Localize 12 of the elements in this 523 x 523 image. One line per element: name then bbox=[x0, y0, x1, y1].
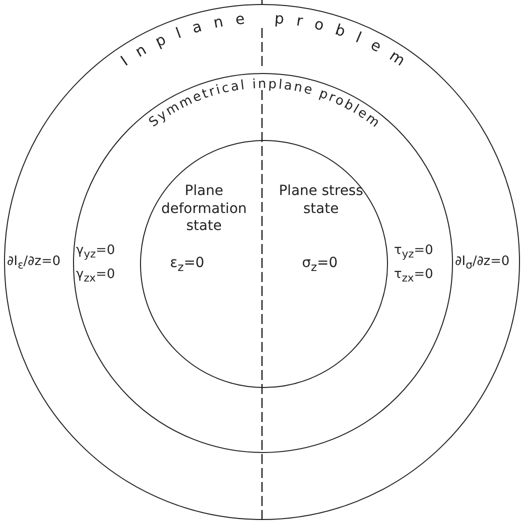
equation: σ$_{z}$=0 bbox=[302, 256, 338, 274]
equation: γ$_{yz}$=0 bbox=[76, 244, 115, 260]
equation: τ$_{zx}$=0 bbox=[394, 268, 434, 284]
state-name: Plane deformation state bbox=[160, 183, 248, 236]
inner-circle bbox=[140, 140, 388, 388]
outer-circle bbox=[4, 4, 520, 520]
equation: ε$_{z}$=0 bbox=[170, 256, 204, 274]
middle-circle bbox=[73, 73, 453, 453]
equation: ∂I$_{ε}$/∂z=0 bbox=[7, 255, 61, 272]
equation: γ$_{zx}$=0 bbox=[76, 268, 115, 284]
equation: ∂I$_{σ}$/∂z=0 bbox=[455, 255, 510, 272]
state-name: Plane stress state bbox=[278, 183, 364, 218]
